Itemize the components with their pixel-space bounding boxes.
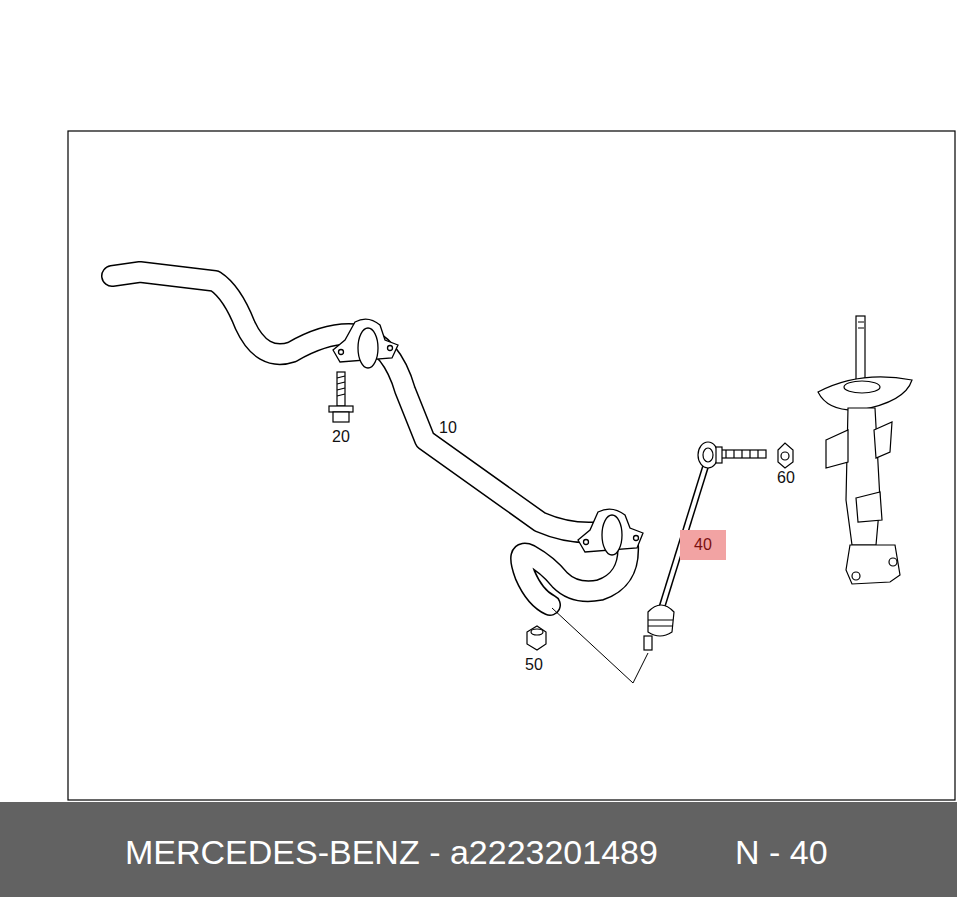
part-number: MERCEDES-BENZ - a2223201489 [125,835,658,869]
bolt [329,372,353,422]
position-number: N - 40 [735,835,828,869]
nut [527,626,546,650]
highlight-box: 40 [680,530,726,560]
callout-number: 20 [332,429,350,445]
callout-number: 60 [777,470,795,486]
nut [778,443,793,468]
leader-line [552,608,648,683]
callout-number: 50 [525,657,543,673]
bushing [578,509,643,555]
callout-number: 10 [439,420,457,436]
strut [818,316,912,584]
bushing [333,319,398,368]
frame [68,131,955,800]
callout-number: 40 [694,537,712,553]
footer-band: MERCEDES-BENZ - a2223201489 N - 40 [0,802,957,897]
stabilizer-bar [112,272,628,605]
stabilizer-link [644,442,766,650]
